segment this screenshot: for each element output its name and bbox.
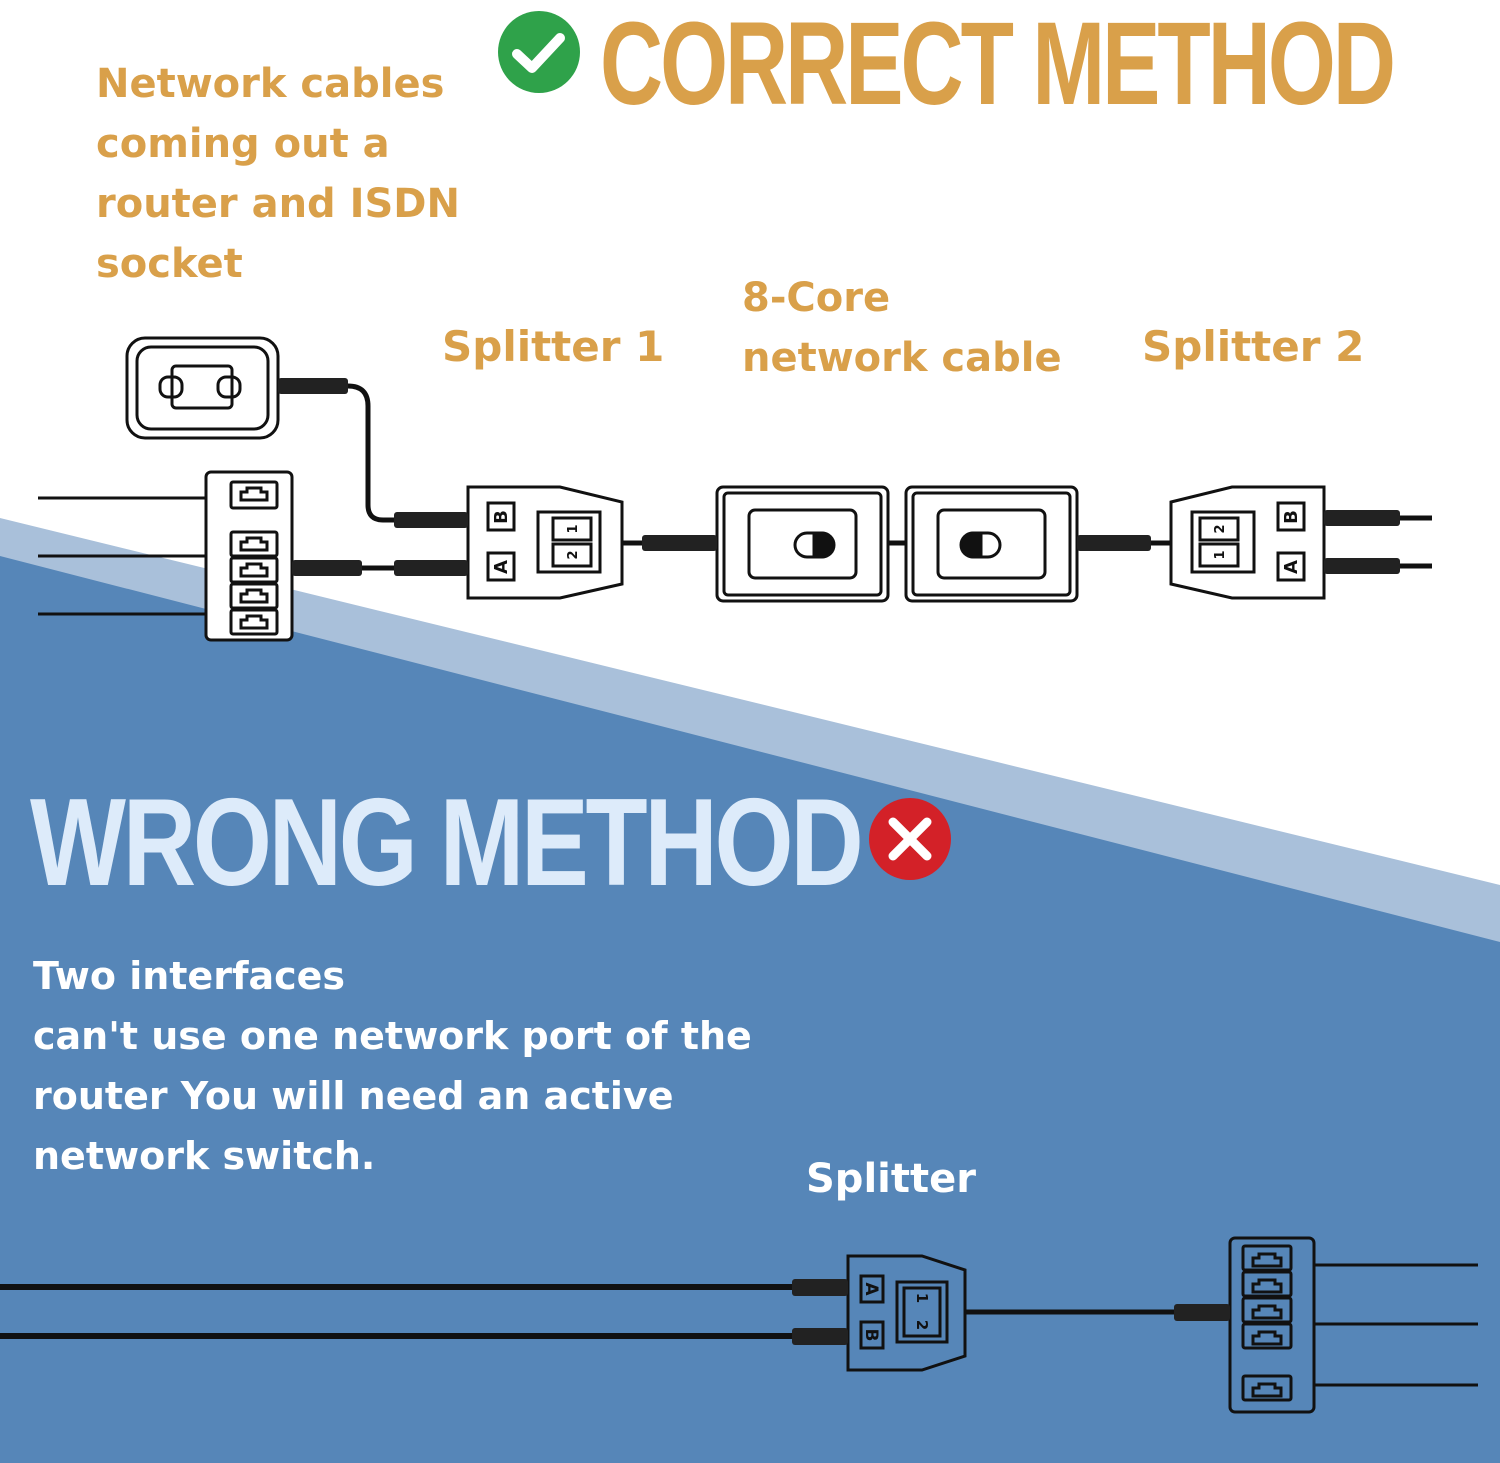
splitter-2-label: Splitter 2 <box>1142 322 1365 371</box>
splitter-1-port-b: B <box>491 510 512 524</box>
splitter-1-jack-2: 2 <box>566 550 581 559</box>
splitter-2-jack-2: 2 <box>1213 524 1228 533</box>
splitter-1-icon <box>466 485 624 600</box>
intro-line: socket <box>96 241 243 287</box>
check-circle-icon <box>498 11 580 93</box>
splitter-2-port-b: B <box>1281 510 1302 524</box>
wrong-description-line: router You will need an active <box>33 1074 674 1118</box>
wrong-method-title: WRONG METHOD <box>30 774 864 912</box>
intro-line: Network cables <box>96 61 445 107</box>
splitter-1-port-a: A <box>491 560 512 574</box>
wrong-description-line: can't use one network port of the <box>33 1014 752 1058</box>
wrong-jack-2: 2 <box>913 1320 931 1330</box>
x-circle-icon <box>869 798 951 880</box>
splitter-1-jack-1: 1 <box>566 524 581 533</box>
core-cable-line: 8-Core <box>742 275 891 321</box>
wrong-port-b: B <box>861 1329 881 1342</box>
wrong-port-a: A <box>861 1282 881 1296</box>
wrong-jack-1: 1 <box>913 1293 931 1303</box>
wrong-description-line: network switch. <box>33 1134 376 1178</box>
core-cable-label: 8-Core network cable <box>742 268 1072 388</box>
splitter-1-label: Splitter 1 <box>442 322 665 371</box>
blue-area <box>0 556 1500 1463</box>
socket-cable <box>278 383 468 523</box>
splitter-2-icon <box>1169 485 1326 600</box>
wrong-splitter-label: Splitter <box>806 1156 976 1202</box>
intro-text: Network cables coming out a router and I… <box>96 54 476 294</box>
router-icon <box>38 470 294 642</box>
splitter-2-port-a: A <box>1281 560 1302 574</box>
wrong-splitter-icon <box>846 1254 967 1372</box>
intro-line: router and ISDN <box>96 181 460 227</box>
splitter-2-jack-1: 1 <box>1213 550 1228 559</box>
wrong-description-line: Two interfaces <box>33 954 346 998</box>
core-cable-line: network cable <box>742 335 1062 381</box>
intro-line: coming out a <box>96 121 390 167</box>
isdn-socket-icon <box>125 336 280 440</box>
correct-method-title: CORRECT METHOD <box>600 0 1396 130</box>
wrong-description: Two interfaces can't use one network por… <box>33 946 793 1186</box>
switch-icon <box>1228 1236 1478 1414</box>
